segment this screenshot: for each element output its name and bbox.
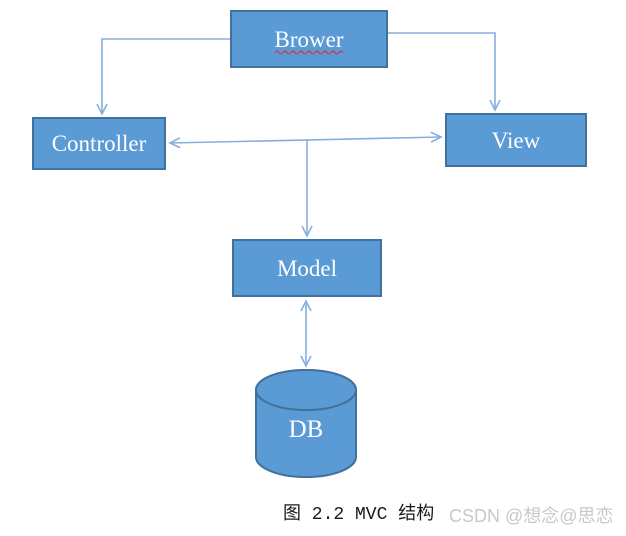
csdn-watermark: CSDN @想念@思恋 — [449, 506, 614, 526]
node-brower: Brower — [230, 10, 388, 68]
node-view-label: View — [491, 127, 541, 153]
arrow-brower-to-view — [388, 32, 501, 112]
db-cylinder-shape — [255, 369, 357, 478]
node-view: View — [445, 113, 587, 167]
node-controller: Controller — [32, 117, 166, 170]
node-controller-label: Controller — [51, 131, 147, 156]
node-model: Model — [232, 239, 382, 297]
node-model-label: Model — [276, 255, 338, 281]
arrow-controller-view-double — [168, 131, 443, 149]
node-brower-label: Brower — [274, 26, 344, 52]
arrow-brower-to-controller — [96, 38, 230, 116]
spellcheck-squiggle-underline — [274, 50, 344, 55]
figure-caption: 图 2.2 MVC 结构 — [283, 505, 435, 525]
node-db-label: DB — [288, 416, 324, 443]
